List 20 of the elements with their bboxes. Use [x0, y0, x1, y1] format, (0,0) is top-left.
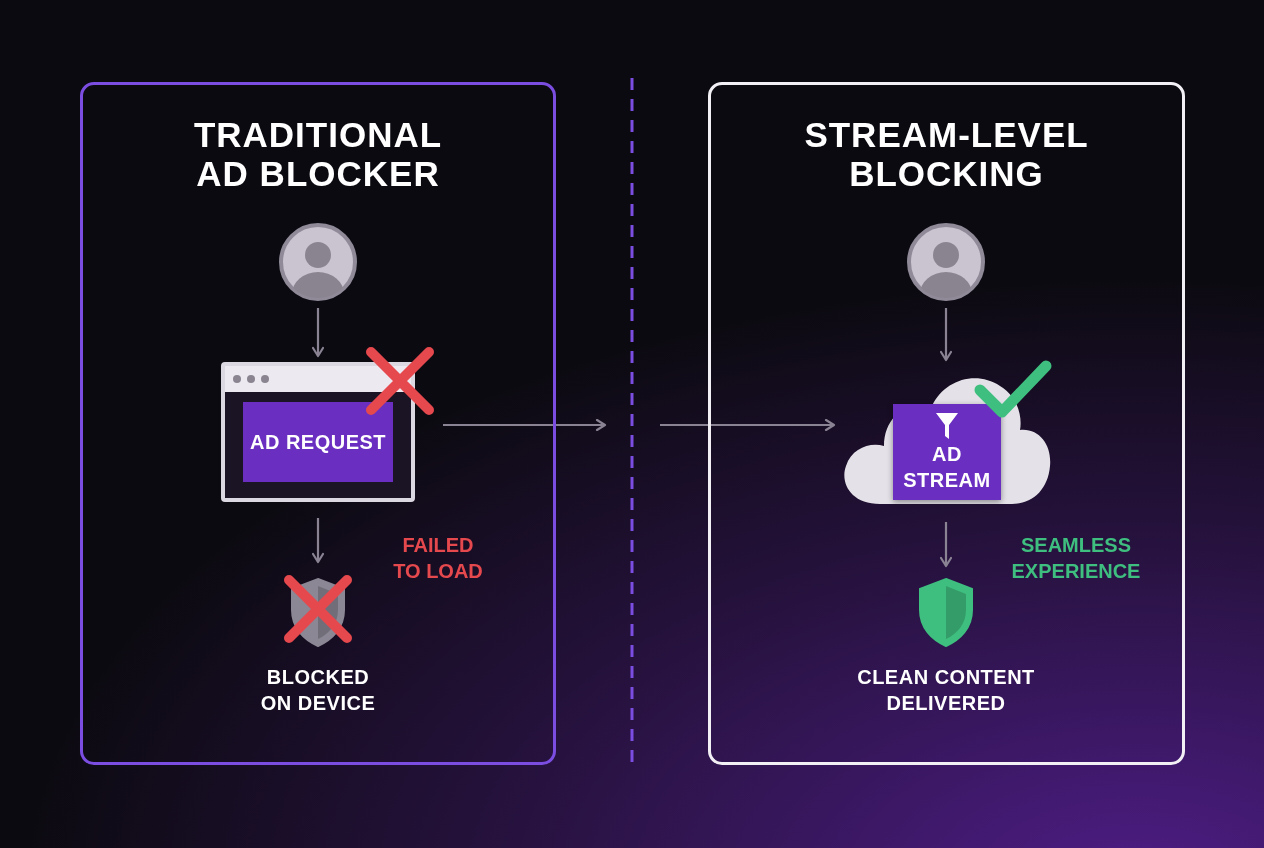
comparison-panel	[80, 82, 556, 765]
user-avatar-icon	[906, 222, 986, 302]
arrow	[311, 308, 325, 358]
arrow	[660, 418, 836, 432]
comparison-panel	[708, 82, 1185, 765]
panel-title: STREAM-LEVEL BLOCKING	[803, 115, 1090, 194]
panel-title: TRADITIONAL AD BLOCKER	[192, 115, 444, 194]
box-label: AD STREAM	[902, 442, 992, 493]
edge-label: SEAMLESS EXPERIENCE	[1010, 533, 1142, 584]
edge-label: FAILED TO LOAD	[392, 533, 484, 584]
ad-request-box: AD REQUEST	[243, 402, 393, 482]
browser-window	[221, 362, 415, 502]
arrow	[939, 308, 953, 362]
ad-stream-box	[893, 404, 1001, 500]
caption-label: CLEAN CONTENT DELIVERED	[856, 665, 1036, 716]
arrow	[443, 418, 607, 432]
arrow	[939, 522, 953, 568]
user-avatar-icon	[278, 222, 358, 302]
caption-label: BLOCKED ON DEVICE	[259, 665, 377, 716]
arrow	[311, 518, 325, 564]
